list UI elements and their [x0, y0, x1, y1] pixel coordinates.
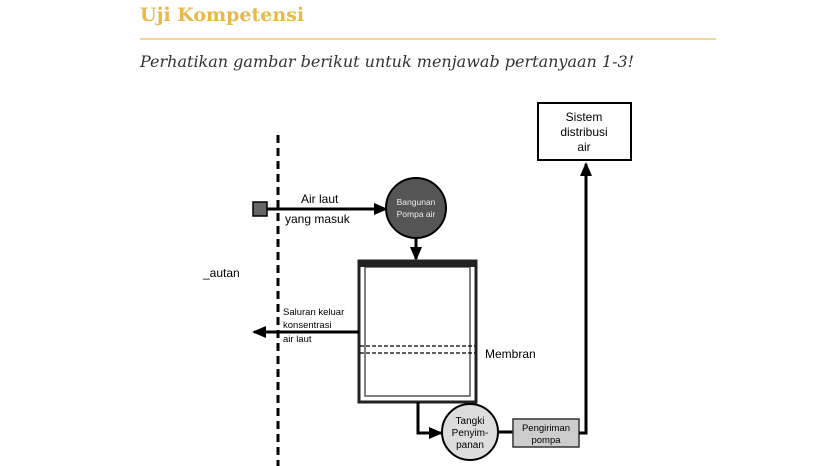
instruction-text: Perhatikan gambar berikut untuk menjawab…	[140, 52, 635, 71]
outlet-label-3: air laut	[283, 334, 312, 345]
distribution-label-3: air	[577, 140, 590, 154]
outlet-label-1: Saluran keluar	[283, 307, 344, 318]
delivery-pump-label-2: pompa	[531, 435, 561, 446]
storage-label-1: Tangki	[456, 416, 485, 427]
outlet-label-2: konsentrasi	[283, 320, 332, 331]
distribution-label-1: Sistem	[566, 110, 603, 124]
storage-label-3: panan	[456, 440, 484, 451]
storage-label-2: Penyim-	[452, 428, 489, 439]
delivery-pump-box	[512, 418, 580, 448]
intake-label-2: yang masuk	[285, 212, 351, 226]
pump-house-label-2: Pompa air	[397, 209, 436, 219]
intake-label-1: Air laut	[301, 192, 339, 206]
tank-to-storage-pipe	[416, 402, 443, 439]
membrane-label: Membran	[485, 347, 536, 361]
section-title: Uji Kompetensi	[140, 4, 305, 26]
membrane-tank-inner	[364, 266, 471, 397]
distribution-system-box	[537, 102, 632, 161]
intake-square	[252, 201, 268, 217]
title-divider	[140, 38, 716, 40]
pump-house-circle	[385, 177, 447, 239]
delivery-pipe-arrow	[579, 162, 592, 435]
delivery-pump-label-1: Pengiriman	[522, 423, 570, 434]
sea-label: _autan	[202, 266, 240, 280]
distribution-label-2: distribusi	[560, 125, 607, 139]
pump-house-label-1: Bangunan	[397, 197, 436, 207]
tank-top-bar	[359, 261, 476, 267]
